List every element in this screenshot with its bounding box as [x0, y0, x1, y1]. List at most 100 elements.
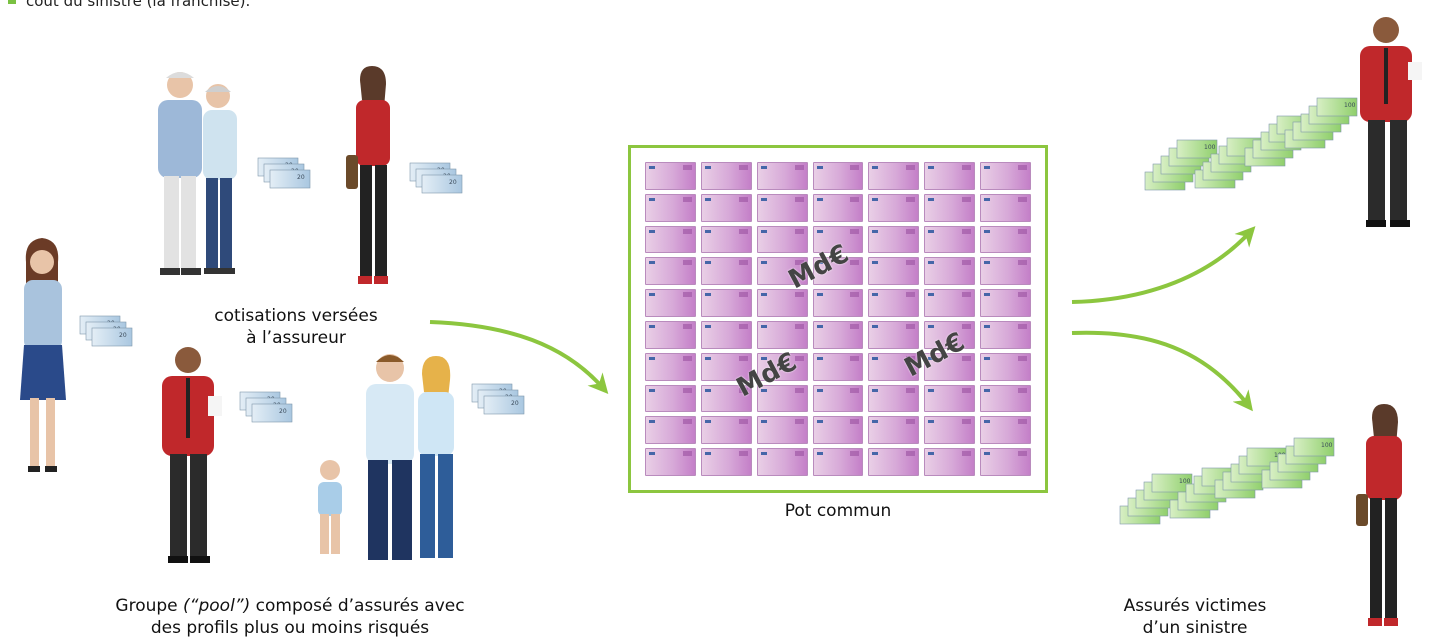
banknote-500 [924, 352, 976, 381]
banknote-denomination: 20 [279, 408, 287, 415]
pot-commun-label: Pot commun [784, 501, 892, 521]
arrow-to-pot [429, 320, 609, 394]
woman-with-bag-figure [346, 66, 390, 284]
banknote-500 [980, 257, 1031, 286]
banknote-500 [700, 225, 752, 254]
banknote-500 [868, 352, 920, 381]
banknote [483, 395, 525, 415]
banknote-500 [812, 225, 864, 254]
banknote-500 [868, 162, 920, 190]
banknote-500 [645, 384, 696, 413]
banknote-500 [645, 162, 696, 190]
banknote-500 [700, 193, 752, 222]
banknote-denomination: 20 [297, 174, 305, 181]
banknote-500 [980, 193, 1031, 222]
banknote-500 [700, 384, 752, 413]
banknote [269, 169, 311, 189]
payout-note-stack: 100100100100100 [1261, 437, 1335, 489]
banknote-500 [700, 352, 752, 381]
banknote-500 [645, 448, 696, 476]
payout-note-stack: 100100100100100 [1119, 473, 1193, 525]
banknote-500 [980, 162, 1031, 190]
banknote-500 [645, 352, 696, 381]
banknote-500 [812, 193, 864, 222]
banknote-500 [645, 320, 696, 349]
banknote-500 [868, 320, 920, 349]
banknote [1316, 97, 1358, 117]
victim-woman-figure [1356, 404, 1402, 626]
banknote-500 [756, 193, 808, 222]
banknote-500 [645, 257, 696, 286]
banknote-denomination: 100 [1179, 478, 1191, 485]
banknote-500 [924, 162, 976, 190]
banknote [421, 174, 463, 194]
banknote-500 [700, 320, 752, 349]
woman-left-figure [20, 238, 66, 472]
banknote [1293, 437, 1335, 457]
banknote-500 [980, 448, 1031, 476]
top-text-fragment: coût du sinistre (la franchise). [8, 0, 250, 10]
premium-notes-stacks: 202020202020202020202020202020 [79, 157, 525, 423]
banknote-500 [924, 193, 976, 222]
banknote-500 [924, 384, 976, 413]
groupe-line-1: Groupe (“pool”) composé d’assurés avec [115, 596, 465, 616]
banknote-500 [924, 320, 976, 349]
banknote-500 [756, 448, 808, 476]
banknote-denomination: 100 [1321, 442, 1333, 449]
banknote-500 [700, 289, 752, 317]
family-figure [318, 354, 454, 560]
banknote-500 [980, 289, 1031, 317]
banknote-500 [700, 162, 752, 190]
banknote [251, 403, 293, 423]
banknote-denomination: 20 [119, 332, 127, 339]
banknote-500 [756, 257, 808, 286]
banknote [1176, 139, 1218, 159]
banknote-500 [980, 384, 1031, 413]
pot-commun-frame: Md€ Md€ Md€ [628, 145, 1048, 493]
banknote-500 [868, 416, 920, 445]
banknote-500 [980, 352, 1031, 381]
banknote-500 [812, 289, 864, 317]
banknote [1151, 473, 1193, 493]
banknote-500 [756, 225, 808, 254]
banknote-500 [980, 320, 1031, 349]
banknote [91, 327, 133, 347]
banknote-denomination: 100 [1204, 144, 1216, 151]
banknote-500 [868, 289, 920, 317]
arrow-to-victim-bottom [1071, 330, 1253, 412]
payout-note-stack: 100100100100100 [1144, 139, 1218, 191]
banknote-500 [868, 384, 920, 413]
cotisations-label: cotisations versées à l’assureur [214, 306, 378, 348]
banknote-500 [812, 448, 864, 476]
banknote-500 [924, 225, 976, 254]
banknote-500 [924, 289, 976, 317]
banknote-500 [868, 193, 920, 222]
payout-note-stack: 100100100100100 [1284, 97, 1358, 149]
groupe-pool-label: Groupe (“pool”) composé d’assurés avec d… [60, 595, 520, 639]
victim-man-figure [1360, 17, 1422, 227]
banknote-500 [756, 320, 808, 349]
banknote-500 [924, 257, 976, 286]
banknote-500 [812, 320, 864, 349]
banknote-500 [868, 225, 920, 254]
banknote-500 [980, 225, 1031, 254]
banknote-500 [868, 257, 920, 286]
banknote-500 [812, 384, 864, 413]
elderly-woman-figure [203, 84, 237, 274]
banknote-denomination: 100 [1344, 102, 1356, 109]
banknote-500 [868, 448, 920, 476]
banknote-500 [700, 257, 752, 286]
banknote-500 [700, 416, 752, 445]
banknote-500 [812, 257, 864, 286]
banknote-500 [645, 193, 696, 222]
banknote-500 [980, 416, 1031, 445]
elderly-man-figure [158, 72, 202, 275]
banknote-500 [645, 225, 696, 254]
banknote-500 [645, 289, 696, 317]
banknote-500 [756, 384, 808, 413]
